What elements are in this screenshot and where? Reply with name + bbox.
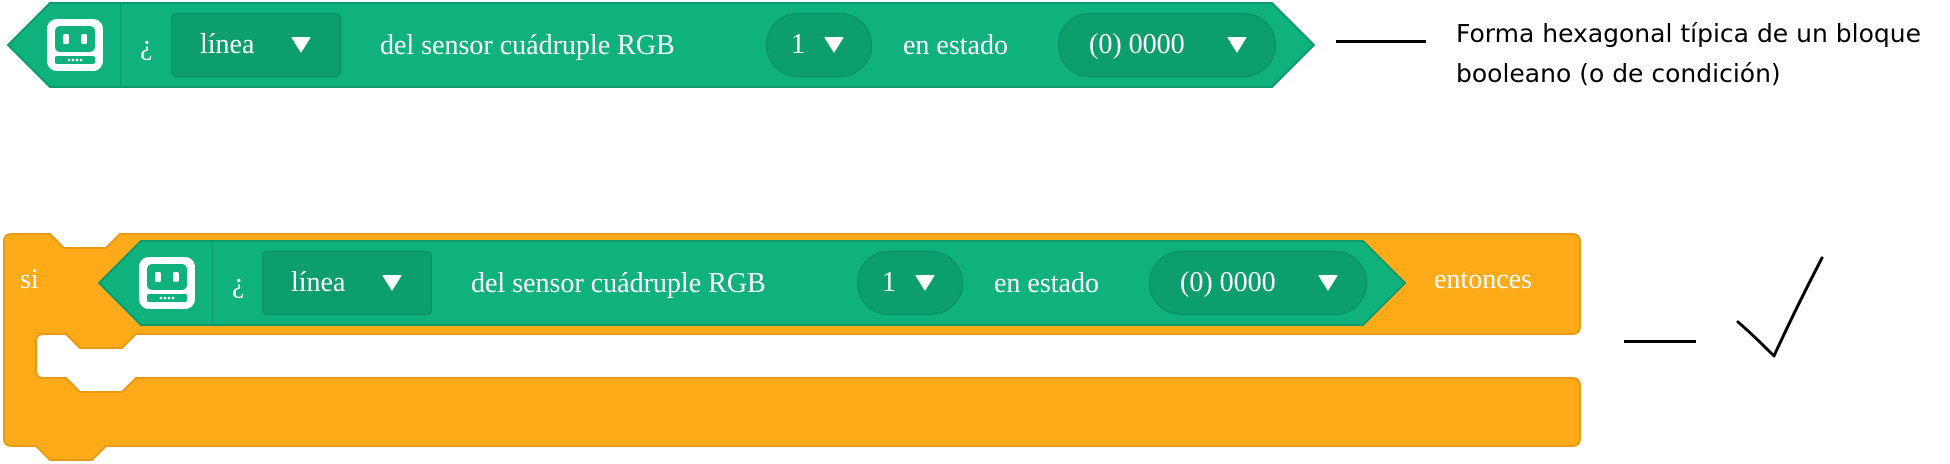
annotation-pointer-line [1624, 340, 1696, 343]
state-dropdown[interactable]: (0) 0000 [1058, 13, 1276, 77]
state-label: en estado [903, 30, 1008, 61]
icon-separator [212, 242, 213, 325]
robot-device-icon [139, 257, 195, 309]
state-label: en estado [994, 268, 1099, 299]
chevron-down-icon [382, 275, 402, 291]
if-label: si [20, 264, 39, 295]
state-dropdown-value: (0) 0000 [1089, 29, 1185, 60]
state-dropdown[interactable]: (0) 0000 [1149, 251, 1367, 315]
sensor-index-dropdown[interactable]: 1 [766, 13, 872, 77]
annotation-pointer-line [1336, 40, 1426, 43]
chevron-down-icon [824, 37, 844, 53]
sensor-label: del sensor cuádruple RGB [380, 30, 675, 61]
mode-dropdown-value: línea [200, 29, 255, 60]
chevron-down-icon [1318, 275, 1338, 291]
question-mark-label: ¿ [140, 30, 153, 61]
boolean-condition-slot-block[interactable]: ¿ línea del sensor cuádruple RGB 1 en es… [97, 240, 1407, 326]
state-dropdown-value: (0) 0000 [1180, 267, 1276, 298]
mode-dropdown-value: línea [291, 267, 346, 298]
sensor-index-value: 1 [882, 267, 896, 298]
sensor-index-value: 1 [791, 29, 805, 60]
chevron-down-icon [1227, 37, 1247, 53]
robot-device-icon [47, 19, 103, 71]
checkmark-icon [1736, 256, 1824, 358]
sensor-index-dropdown[interactable]: 1 [857, 251, 963, 315]
icon-separator [120, 4, 121, 87]
then-label: entonces [1434, 264, 1532, 295]
sensor-label: del sensor cuádruple RGB [471, 268, 766, 299]
question-mark-label: ¿ [232, 268, 245, 299]
mode-dropdown[interactable]: línea [262, 251, 432, 315]
chevron-down-icon [915, 275, 935, 291]
mode-dropdown[interactable]: línea [171, 13, 341, 77]
boolean-block-sample[interactable]: ¿ línea del sensor cuádruple RGB 1 en es… [6, 2, 1316, 88]
boolean-shape-annotation: Forma hexagonal típica de un bloque bool… [1456, 19, 1921, 88]
chevron-down-icon [291, 37, 311, 53]
